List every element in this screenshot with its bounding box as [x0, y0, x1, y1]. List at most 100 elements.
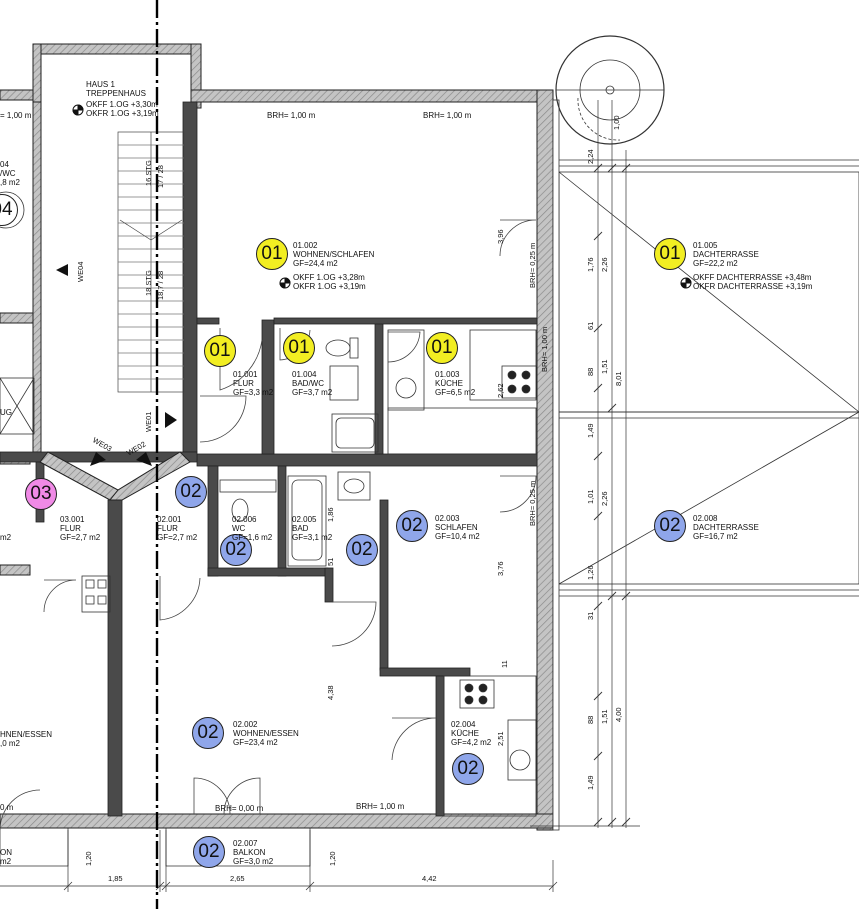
room-id-01004: 01.004 — [292, 370, 317, 379]
unit-badge-02001: 02 — [175, 476, 207, 508]
brh-right-kitchen: BRH= 1,00 m — [540, 326, 549, 372]
dim-bottom-5: 4,42 — [422, 874, 437, 883]
bottom-dimensions — [0, 827, 558, 892]
room-okff-01005: OKFF DACHTERRASSE +3,48m — [693, 273, 812, 282]
dim-v-lower-1: 88 — [586, 715, 595, 724]
unit-badge-02005: 02 — [346, 534, 378, 566]
staircase — [117, 131, 185, 393]
unit-badge-01003: 01 — [426, 332, 458, 364]
dim-v-mid-1: 2,26 — [600, 257, 609, 272]
room-area-02003: GF=10,4 m2 — [435, 532, 480, 541]
door-swings — [0, 219, 537, 831]
room-id-03001: 03.001 — [60, 515, 85, 524]
unit-badge-01002: 01 — [256, 238, 288, 270]
room-okff-01002: OKFF 1.OG +3,28m — [293, 273, 365, 282]
room-id-02003: 02.003 — [435, 514, 460, 523]
dim-v-lower-2: 1,49 — [586, 775, 595, 790]
unit-badge-01004: 01 — [283, 332, 315, 364]
stair-steps-top-ratio: 17 / 28 — [156, 165, 165, 188]
level-markers — [72, 104, 692, 289]
stair-steps-bottom-ratio: 18,7 / 28 — [156, 270, 165, 300]
partial-wc-name: /WC — [0, 169, 16, 178]
room-id-01001: 01.001 — [233, 370, 258, 379]
room-area-02001: GF=2,7 m2 — [157, 533, 198, 542]
room-okfr-01002: OKFR 1.OG +3,19m — [293, 282, 366, 291]
dim-bottom-4: 1,20 — [328, 851, 337, 866]
room-id-01003: 01.003 — [435, 370, 460, 379]
room-name-02003: SCHLAFEN — [435, 523, 478, 532]
dim-v-mid-2: 1,51 — [600, 359, 609, 374]
brh-right-lower: BRH= 0,25 m — [528, 480, 537, 526]
unit-badge-03001: 03 — [25, 478, 57, 510]
dimension-lines — [530, 100, 640, 828]
partial-brh-left: = 1,00 m — [0, 111, 32, 120]
room-name-02002: WOHNEN/ESSEN — [233, 729, 299, 738]
room-id-02005: 02.005 — [292, 515, 317, 524]
dim-v-inner-4: 1,49 — [586, 423, 595, 438]
fixtures — [0, 191, 537, 817]
dim-v-inner-5: 1,01 — [586, 489, 595, 504]
dim-wall-7: 11 — [500, 660, 509, 668]
partial-brh-bottom: 0 m — [0, 803, 14, 812]
door-markers — [56, 264, 177, 466]
dim-v-total-2: 4,00 — [614, 707, 623, 722]
door-code-we04: WE04 — [76, 261, 85, 282]
room-name-02006: WC — [232, 524, 246, 533]
dim-bottom-2: 1,85 — [108, 874, 123, 883]
partial-wohn-name: HNEN/ESSEN — [0, 730, 53, 739]
dim-v-inner-6: 1,26 — [586, 565, 595, 580]
room-area-01003: GF=6,5 m2 — [435, 388, 476, 397]
room-area-02005: GF=3,1 m2 — [292, 533, 333, 542]
dim-bottom-3: 2,65 — [230, 874, 245, 883]
room-area-02002: GF=23,4 m2 — [233, 738, 278, 747]
stair-name-label: TREPPENHAUS — [86, 89, 147, 98]
dim-v-top-1: 1,00 — [612, 115, 621, 130]
interior-walls — [0, 101, 538, 817]
room-name-01003: KÜCHE — [435, 379, 464, 388]
room-id-02007: 02.007 — [233, 839, 258, 848]
partial-wc-top: 04 — [0, 160, 9, 169]
room-name-01004: BAD/WC — [292, 379, 324, 388]
dim-wall-6: 51 — [326, 557, 335, 566]
unit-badge-02004: 02 — [452, 753, 484, 785]
brh-top-right: BRH= 1,00 m — [423, 111, 472, 120]
dim-wall-5: 4,38 — [326, 685, 335, 700]
room-id-02006: 02.006 — [232, 515, 257, 524]
stair-okff-label: OKFF 1.OG +3,30m — [86, 100, 158, 109]
unit-badge-01005: 01 — [654, 238, 686, 270]
room-area-01002: GF=24,4 m2 — [293, 259, 338, 268]
partial-ug: UG — [0, 408, 12, 417]
unit-badge-01001: 01 — [204, 335, 236, 367]
brh-bottom-right: BRH= 1,00 m — [356, 802, 405, 811]
landing-walls — [39, 451, 191, 501]
room-name-01001: FLUR — [233, 379, 254, 388]
unit-badge-02003: 02 — [396, 510, 428, 542]
unit-badge-02006: 02 — [220, 534, 252, 566]
dim-v-mid-3: 2,26 — [600, 491, 609, 506]
room-name-02001: FLUR — [157, 524, 178, 533]
room-okfr-01005: OKFR DACHTERRASSE +3,19m — [693, 282, 813, 291]
dim-wall-2: 2,62 — [496, 383, 505, 398]
dim-wall-4: 3,76 — [496, 561, 505, 576]
door-code-we01: WE01 — [144, 411, 153, 432]
unit-badge-02002: 02 — [192, 717, 224, 749]
stair-okfr-label: OKFR 1.OG +3,19m — [86, 109, 159, 118]
terrace — [552, 35, 859, 831]
room-area-02007: GF=3,0 m2 — [233, 857, 274, 866]
room-id-02002: 02.002 — [233, 720, 258, 729]
exterior-walls — [0, 43, 554, 831]
room-area-01005: GF=22,2 m2 — [693, 259, 738, 268]
room-area-02004: GF=4,2 m2 — [451, 738, 492, 747]
stair-house-label: HAUS 1 — [86, 80, 115, 89]
brh-right-upper: BRH= 0,25 m — [528, 242, 537, 288]
dim-v-inner-7: 31 — [586, 611, 595, 620]
room-name-02007: BALKON — [233, 848, 266, 857]
room-id-01005: 01.005 — [693, 241, 718, 250]
room-area-02008: GF=16,7 m2 — [693, 532, 738, 541]
room-name-02008: DACHTERRASSE — [693, 523, 759, 532]
room-id-02008: 02.008 — [693, 514, 718, 523]
partial-left-area: m2 — [0, 533, 12, 542]
room-name-03001: FLUR — [60, 524, 81, 533]
dim-wall-3: 1,86 — [326, 507, 335, 522]
